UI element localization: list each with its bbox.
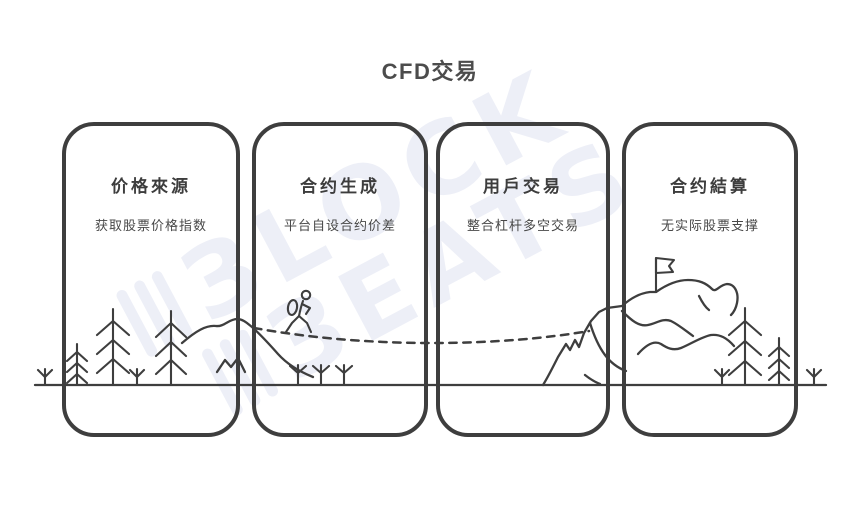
step-card-contract-settlement: 合约結算 无实际股票支撑 <box>622 122 798 437</box>
card-subtitle: 获取股票价格指数 <box>94 218 207 233</box>
card-title: 用戶交易 <box>483 177 563 196</box>
step-card-user-trading: 用戶交易 整合杠杆多空交易 <box>436 122 610 437</box>
step-card-price-source: 价格來源 获取股票价格指数 <box>62 122 240 437</box>
card-title: 价格來源 <box>111 177 191 196</box>
card-title: 合约結算 <box>670 177 750 196</box>
card-subtitle: 平台自设合约价差 <box>283 218 396 233</box>
card-title: 合约生成 <box>300 177 380 196</box>
card-subtitle: 无实际股票支撑 <box>660 218 759 233</box>
card-subtitle: 整合杠杆多空交易 <box>466 218 579 233</box>
page-title: CFD交易 <box>381 59 479 84</box>
step-card-contract-generation: 合约生成 平台自设合约价差 <box>252 122 428 437</box>
